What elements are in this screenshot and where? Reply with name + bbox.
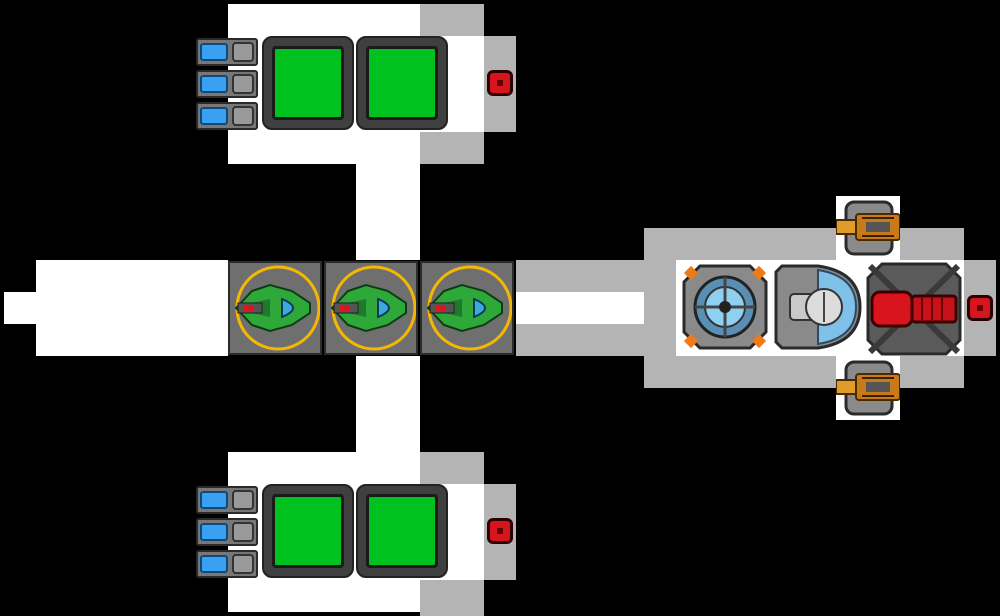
turret-icon[interactable]: [835, 200, 901, 256]
control-node-icon[interactable]: [967, 295, 993, 321]
thruster-icon[interactable]: [196, 518, 258, 546]
hull-connector-bottom: [356, 356, 420, 452]
reactor-icon[interactable]: [680, 262, 770, 352]
fuel-tank-icon[interactable]: [356, 36, 448, 130]
thruster-icon[interactable]: [196, 550, 258, 578]
thruster-icon[interactable]: [196, 102, 258, 130]
fighter-bay-icon[interactable]: [228, 261, 322, 355]
fighter-bay-icon[interactable]: [420, 261, 514, 355]
hull-rear: [36, 260, 228, 356]
hull-connector-top: [356, 164, 420, 260]
fuel-tank-icon[interactable]: [262, 36, 354, 130]
thruster-icon[interactable]: [196, 486, 258, 514]
thruster-icon[interactable]: [196, 70, 258, 98]
fighter-bay-icon[interactable]: [324, 261, 418, 355]
control-node-icon[interactable]: [487, 518, 513, 544]
cannon-icon[interactable]: [866, 262, 962, 356]
fuel-tank-icon[interactable]: [262, 484, 354, 578]
hull-shadow: [420, 4, 484, 36]
hull-shadow: [420, 132, 484, 164]
turret-icon[interactable]: [835, 360, 901, 416]
thruster-icon[interactable]: [196, 38, 258, 66]
hull-rear-tip: [4, 292, 36, 324]
shield-generator-icon[interactable]: [772, 262, 864, 352]
fuel-tank-icon[interactable]: [356, 484, 448, 578]
hull-shadow: [420, 452, 484, 484]
control-node-icon[interactable]: [487, 70, 513, 96]
hull-shadow: [420, 580, 484, 616]
